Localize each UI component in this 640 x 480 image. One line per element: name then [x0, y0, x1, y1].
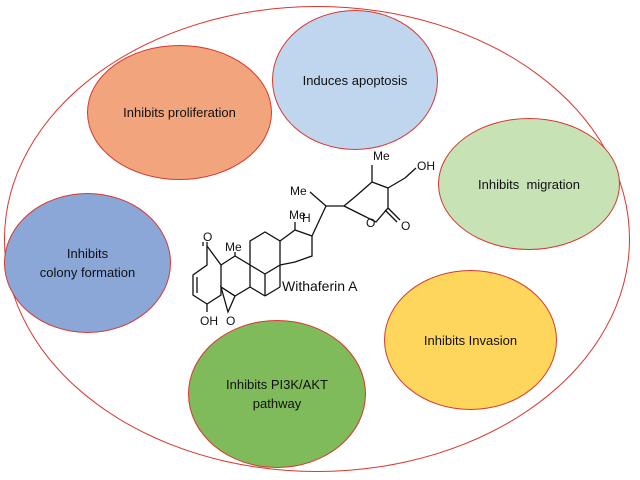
lactone-me-label: Me [373, 149, 390, 163]
epoxide [219, 285, 236, 314]
ketone-o-label: O [203, 230, 212, 244]
epoxide-o-label: O [226, 314, 235, 328]
effect-bubble-colony-formation: Inhibits colony formation [4, 193, 171, 333]
lactone-ring [343, 181, 389, 223]
ring-a [192, 245, 222, 305]
outer-ellipse [4, 6, 630, 472]
c19-me-label: Me [225, 240, 242, 254]
effect-bubble-pi3k-akt: Inhibits PI3K/AKT pathway [188, 320, 366, 468]
effect-label-proliferation: Inhibits proliferation [123, 105, 236, 120]
lactone-o-label: O [366, 216, 375, 230]
c4-oh-label: OH [200, 314, 218, 328]
effect-bubble-invasion: Inhibits Invasion [384, 270, 557, 410]
c17-h-label: H [302, 211, 311, 225]
lactone-carbonyl-o-label: O [401, 219, 410, 233]
effect-label-apoptosis: Induces apoptosis [302, 72, 408, 88]
side-chain-me-label: Me [290, 184, 307, 198]
effect-bubble-proliferation: Inhibits proliferation [87, 45, 272, 180]
c18-me-label: Me [289, 208, 306, 222]
ring-c [249, 231, 281, 275]
effect-bubble-apoptosis: Induces apoptosis [272, 10, 438, 150]
effect-label-migration: Inhibits migration [478, 176, 580, 192]
effect-label-colony-formation: Inhibits colony formation [39, 246, 136, 280]
effect-label-pi3k-akt: Inhibits PI3K/AKT pathway [226, 377, 328, 411]
compound-name-label: Withaferin A [282, 278, 358, 294]
effect-bubble-migration: Inhibits migration [438, 118, 620, 250]
primary-oh-label: OH [417, 159, 435, 173]
ring-d [279, 229, 313, 266]
effect-label-invasion: Inhibits Invasion [423, 332, 518, 348]
